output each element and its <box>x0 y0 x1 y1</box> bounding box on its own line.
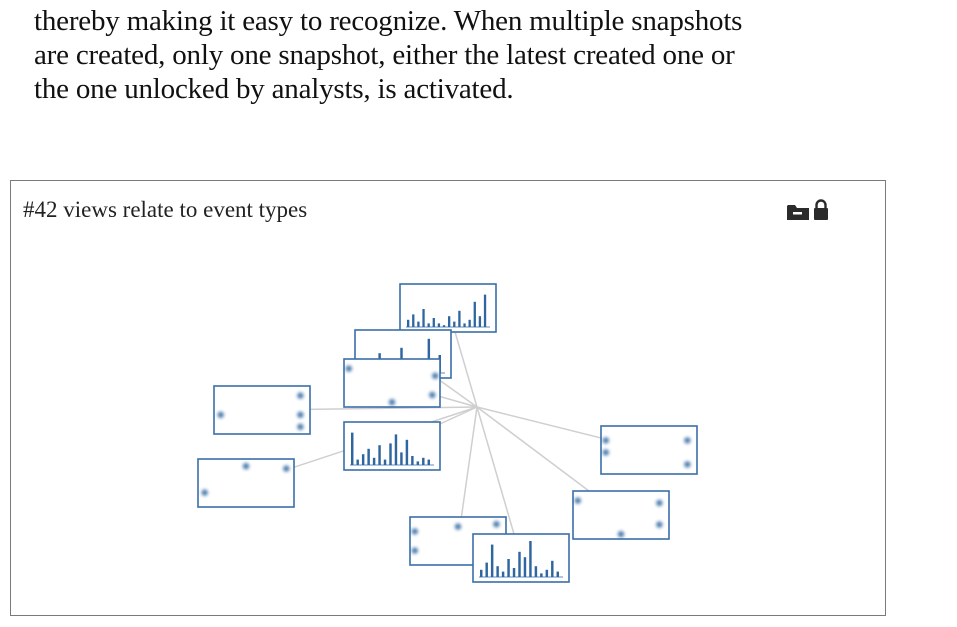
scatter-dot <box>345 365 352 372</box>
histogram-bar <box>523 557 527 577</box>
histogram-bar <box>422 309 425 327</box>
histogram-bar <box>545 569 549 577</box>
scatter-dot <box>429 391 436 399</box>
histogram-bar <box>416 461 420 465</box>
scatter-dot <box>411 547 418 554</box>
view-card-4[interactable] <box>213 385 311 435</box>
paper-paragraph: thereby making it easy to recognize. Whe… <box>34 4 949 106</box>
histogram-bar <box>412 314 415 327</box>
histogram-bar <box>417 321 420 327</box>
view-card-5[interactable] <box>197 458 295 508</box>
view-card-6[interactable] <box>343 421 441 471</box>
histogram-bar <box>485 562 488 577</box>
histogram-bar <box>361 454 365 465</box>
snapshot-title: #42 views relate to event types <box>23 197 308 222</box>
histogram-bar <box>372 457 376 465</box>
view-card-border <box>213 385 311 435</box>
histogram-bar <box>501 571 505 577</box>
scatter-dot <box>411 528 418 535</box>
histogram-bar <box>367 448 370 465</box>
histogram-bar <box>394 434 398 465</box>
histogram-bar <box>432 318 435 327</box>
view-card-8[interactable] <box>572 490 670 540</box>
histogram-bar <box>556 571 559 577</box>
view-card-border <box>343 358 441 408</box>
paragraph-line-1: thereby making it easy to recognize. Whe… <box>34 5 743 37</box>
view-card-border <box>600 425 698 475</box>
histogram-bar <box>540 573 543 577</box>
histogram-bar <box>496 566 499 577</box>
histogram-bar <box>458 310 461 327</box>
scatter-dot <box>297 411 304 418</box>
histogram-bar <box>383 459 387 465</box>
scatter-dot <box>602 449 609 456</box>
histogram-bar <box>405 439 409 465</box>
histogram-bar <box>356 459 359 465</box>
histogram-bar <box>518 551 521 577</box>
scatter-dot <box>493 521 500 528</box>
scatter-dot <box>684 437 691 444</box>
histogram-bar <box>478 316 482 327</box>
histogram-bar <box>512 568 516 577</box>
histogram-bar <box>422 457 425 465</box>
histogram-bar <box>389 443 392 465</box>
scatter-dot <box>574 497 581 504</box>
histogram-bar <box>473 301 476 327</box>
view-card-7[interactable] <box>600 425 698 475</box>
scatter-dot <box>617 531 625 538</box>
paragraph-line-3: the one unlocked by analysts, is activat… <box>34 73 514 105</box>
view-card-10[interactable] <box>472 533 570 583</box>
scatter-dot <box>656 521 663 528</box>
histogram-bar <box>480 569 483 577</box>
histogram-bar <box>427 338 431 373</box>
histogram-bar <box>453 321 456 327</box>
scatter-dot <box>297 392 304 399</box>
histogram-bar <box>378 445 381 465</box>
scatter-dot <box>201 489 208 496</box>
histogram-bar <box>442 325 446 327</box>
histogram-bar <box>448 316 451 327</box>
scatter-dot <box>684 461 691 468</box>
lock-icon[interactable] <box>813 199 829 221</box>
snapshot-icons <box>786 199 829 221</box>
histogram-bar <box>463 323 466 327</box>
histogram-bar <box>411 456 414 465</box>
view-card-3[interactable] <box>343 358 441 408</box>
histogram-bar <box>437 323 441 327</box>
histogram-bar <box>551 560 554 577</box>
view-graph <box>197 283 698 583</box>
histogram-bar <box>490 544 494 577</box>
histogram-bar <box>468 319 471 327</box>
paragraph-line-2: are created, only one snapshot, either t… <box>34 39 735 71</box>
histogram-bar <box>407 319 410 327</box>
scatter-dot <box>283 465 290 472</box>
histogram-bar <box>507 559 510 577</box>
histogram-bar <box>534 566 538 577</box>
histogram-bar <box>427 323 430 327</box>
view-card-border <box>572 490 670 540</box>
scatter-dot <box>454 523 462 530</box>
histogram-bar <box>483 294 487 327</box>
scatter-dot <box>432 372 439 379</box>
scatter-dot <box>656 499 663 507</box>
scatter-dot <box>217 411 224 418</box>
folder-icon[interactable] <box>786 203 810 221</box>
view-link <box>476 406 522 559</box>
scatter-dot <box>388 399 396 406</box>
histogram-bar <box>400 452 403 465</box>
scatter-dot <box>602 437 609 444</box>
snapshot-panel: #42 views relate to event types <box>10 180 886 616</box>
view-card-1[interactable] <box>399 283 497 333</box>
scatter-dot <box>242 463 250 470</box>
histogram-bar <box>351 432 354 465</box>
histogram-bar <box>529 541 532 577</box>
histogram-bar <box>427 459 430 465</box>
scatter-dot <box>297 423 304 430</box>
